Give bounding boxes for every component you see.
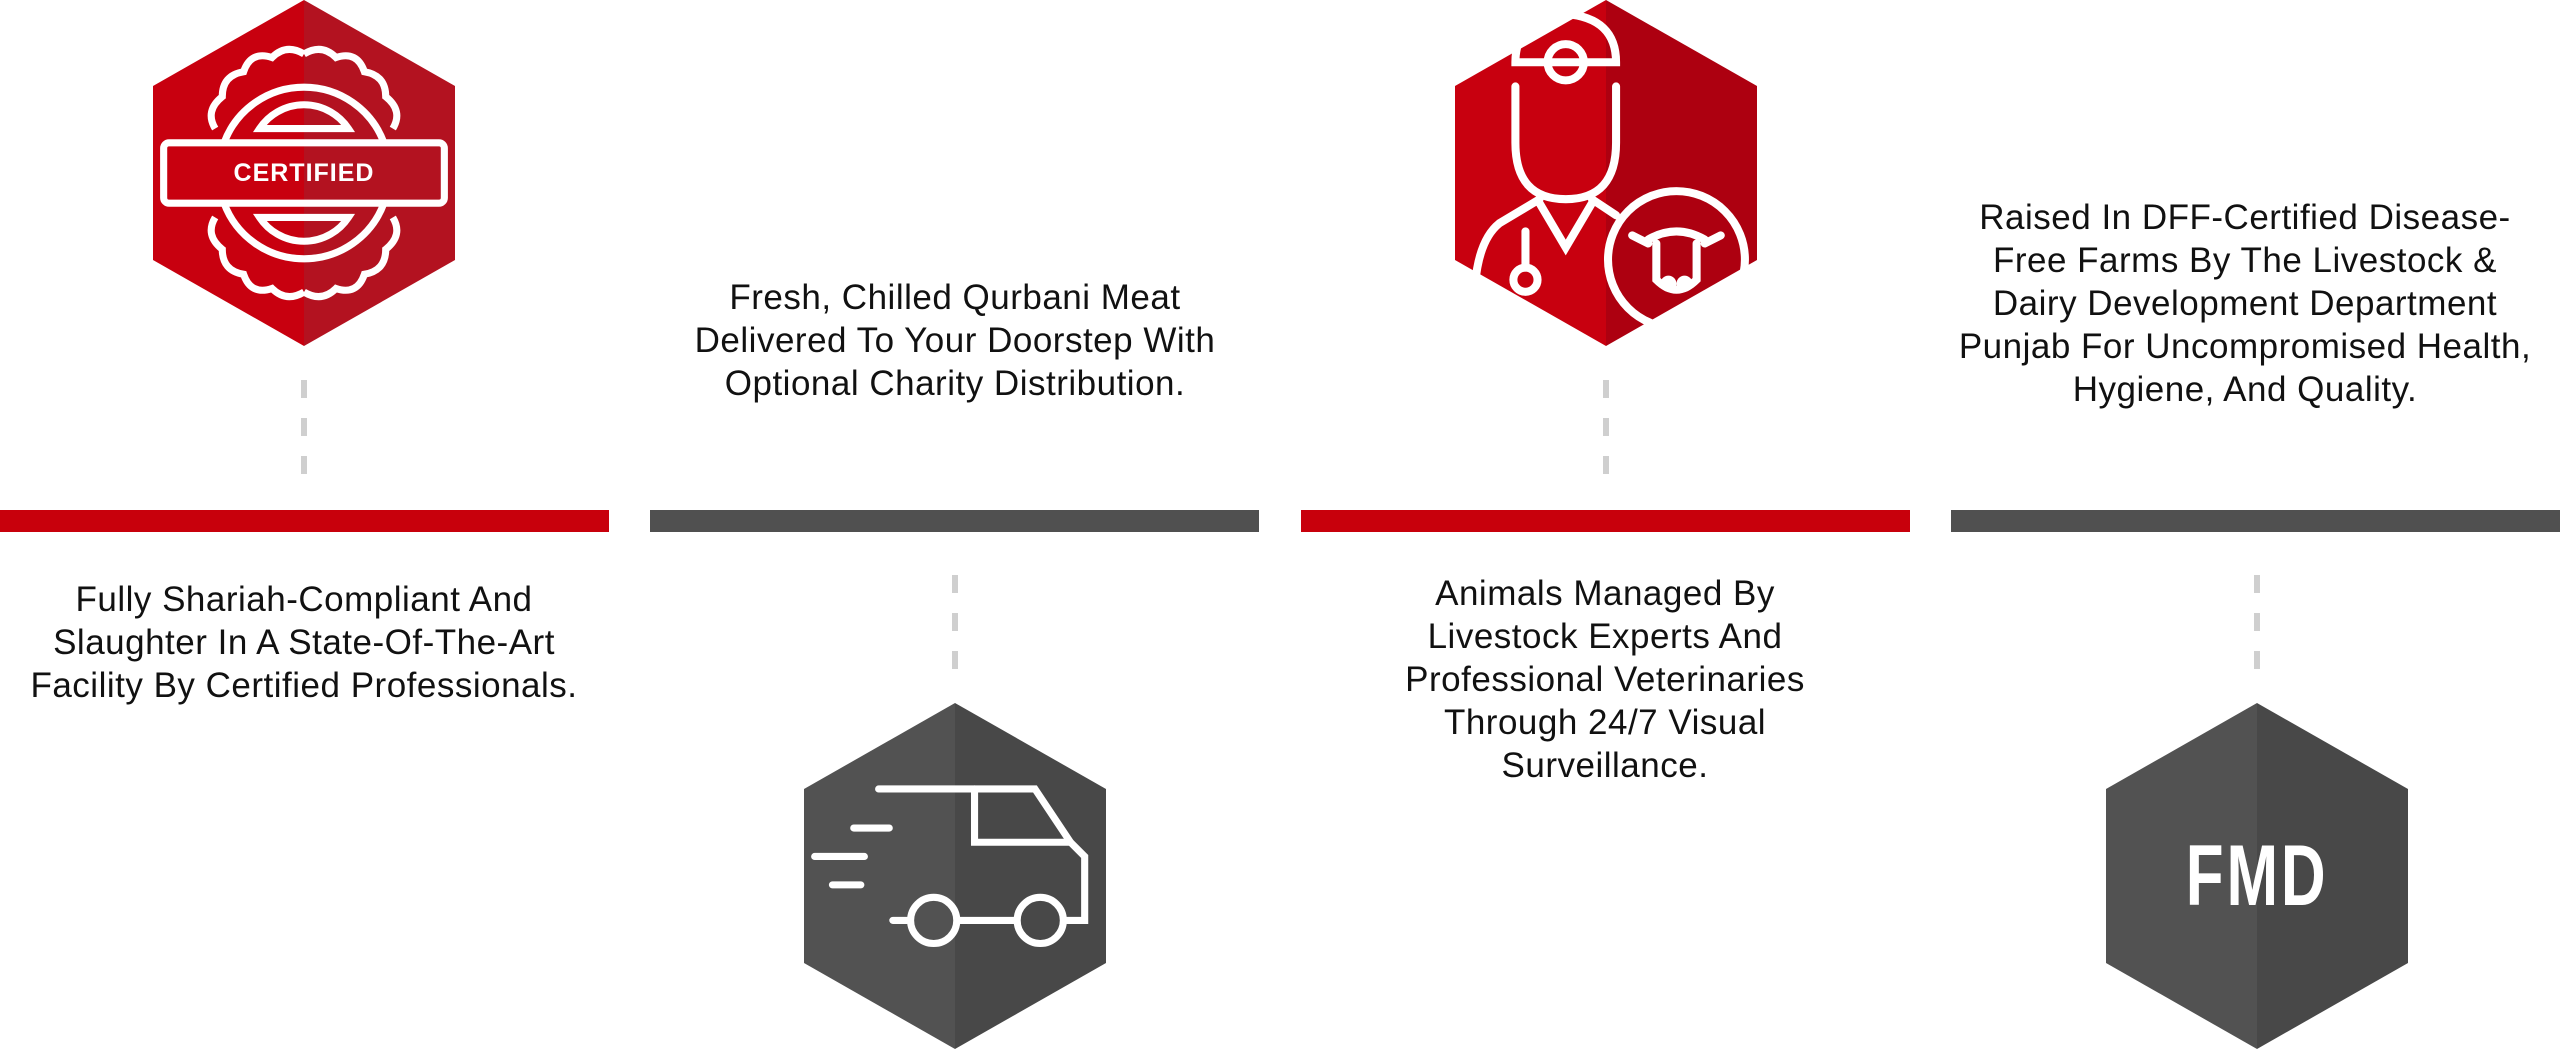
timeline-bar-gray [650, 510, 1259, 532]
feature-text-disease-free: Raised In DFF-Certified Disease-Free Far… [1958, 198, 2532, 409]
connector-dash [2254, 575, 2260, 669]
connector-dash [1603, 380, 1609, 474]
feature-hex-fmd: FMD [2106, 703, 2408, 1049]
hexagon-shape [153, 0, 455, 346]
fmd-label: FMD [2185, 827, 2329, 924]
certified-badge-icon: CERTIFIED [153, 0, 455, 346]
certified-badge-text: CERTIFIED [233, 158, 375, 187]
feature-hex-certified: CERTIFIED [153, 0, 455, 346]
timeline-bar-red [1301, 510, 1910, 532]
connector-dash [952, 575, 958, 669]
feature-text-shariah: Fully Shariah-Compliant And Slaughter In… [30, 580, 578, 705]
timeline-bar-red [0, 510, 609, 532]
feature-text-delivery: Fresh, Chilled Qurbani Meat Delivered To… [694, 278, 1216, 403]
hexagon-shape [1455, 0, 1757, 346]
hexagon-shape [2106, 703, 2408, 1049]
feature-hex-veterinary [1455, 0, 1757, 346]
connector-dash [301, 380, 307, 474]
feature-text-veterinary: Animals Managed By Livestock Experts And… [1405, 574, 1805, 785]
veterinarian-cow-icon [1455, 0, 1757, 346]
fmd-text-icon: FMD [2106, 703, 2408, 1049]
feature-hex-delivery [804, 703, 1106, 1049]
timeline-bar-gray [1951, 510, 2560, 532]
delivery-van-icon [804, 703, 1106, 1049]
